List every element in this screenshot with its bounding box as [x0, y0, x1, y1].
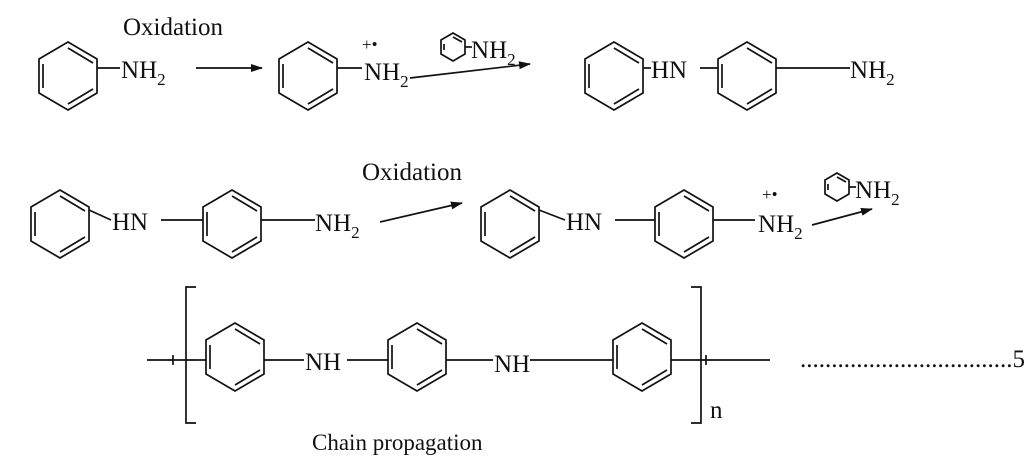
radical-cation-charge: +• [762, 185, 778, 204]
reaction-arrow [811, 207, 873, 226]
aminium-group: NH2 [364, 59, 409, 91]
reaction-arrow [409, 61, 531, 79]
oxidation-label: Oxidation [123, 14, 223, 41]
benzene-ring [202, 189, 262, 259]
benzene-ring [612, 322, 672, 392]
right-bracket [691, 286, 702, 424]
benzene-ring [38, 41, 98, 111]
chain-propagation-label: Chain propagation [312, 430, 483, 455]
benzene-ring [654, 189, 714, 259]
aniline-reagent-icon [440, 32, 466, 62]
nh-group: NH [305, 349, 341, 376]
reagent-amine-group: NH2 [855, 177, 900, 209]
amine-group: NH2 [850, 57, 895, 89]
benzene-ring [30, 189, 90, 259]
benzene-ring [584, 41, 644, 111]
oxidation-label: Oxidation [362, 159, 462, 186]
benzene-ring [205, 322, 265, 392]
benzene-ring [480, 189, 540, 259]
amine-group: NH2 [315, 210, 360, 242]
repeat-unit-n: n [710, 397, 723, 424]
nh-group: NH [494, 351, 530, 378]
reaction-arrow [379, 201, 463, 223]
bond [538, 209, 566, 221]
equation-marker: ..................................5 [800, 346, 1025, 373]
radical-cation-charge: +• [362, 35, 378, 54]
benzene-ring [278, 41, 338, 111]
benzene-ring [387, 322, 447, 392]
secondary-amine-group: HN [112, 209, 148, 236]
bond [88, 209, 112, 221]
amine-group: NH2 [121, 57, 166, 89]
reagent-amine-group: NH2 [471, 37, 516, 69]
aniline-reagent-icon [824, 172, 850, 202]
aminium-group: NH2 [758, 211, 803, 243]
benzene-ring [717, 41, 777, 111]
left-bracket [185, 286, 196, 424]
secondary-amine-group: HN [651, 57, 687, 84]
secondary-amine-group: HN [566, 209, 602, 236]
